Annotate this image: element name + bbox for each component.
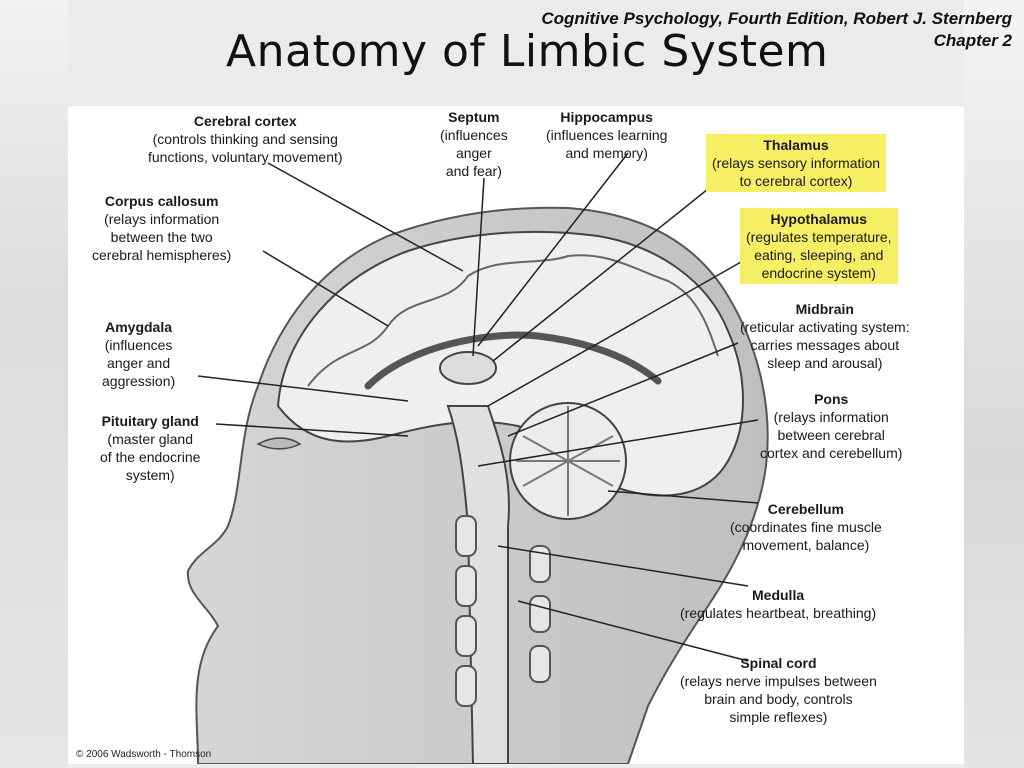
- cerebellum-folds: [516, 406, 620, 516]
- label-desc: (regulates heartbeat, breathing): [680, 605, 877, 621]
- label-name: Cerebral cortex: [193, 113, 297, 129]
- label-name: Septum: [448, 109, 500, 125]
- label-corpus-callosum: Corpus callosum (relays information betw…: [92, 192, 231, 264]
- background-left: [0, 0, 68, 768]
- label-name: Midbrain: [795, 301, 854, 317]
- label-hypothalamus: Hypothalamus (regulates temperature, eat…: [740, 208, 898, 284]
- book-credit: Cognitive Psychology, Fourth Edition, Ro…: [541, 8, 1012, 52]
- label-desc: (coordinates fine muscle movement, balan…: [730, 519, 882, 553]
- label-spinal-cord: Spinal cord (relays nerve impulses betwe…: [680, 654, 877, 726]
- label-amygdala: Amygdala (influences anger and aggressio…: [102, 318, 175, 390]
- label-pons: Pons (relays information between cerebra…: [760, 390, 902, 462]
- brain-diagram: Cerebral cortex (controls thinking and s…: [68, 106, 964, 764]
- label-desc: (relays sensory information to cerebral …: [712, 155, 881, 189]
- label-name: Pons: [814, 391, 849, 407]
- label-name: Corpus callosum: [104, 193, 219, 209]
- cortex-folds: [307, 254, 719, 387]
- label-name: Cerebellum: [767, 501, 844, 517]
- label-cerebellum: Cerebellum (coordinates fine muscle move…: [730, 500, 882, 554]
- corpus-callosum-shape: [364, 331, 662, 390]
- label-name: Thalamus: [763, 137, 829, 153]
- label-desc: (master gland of the endocrine system): [100, 431, 201, 483]
- label-desc: (influences anger and aggression): [102, 337, 176, 389]
- label-name: Medulla: [752, 587, 805, 603]
- book-credit-line-2: Chapter 2: [933, 31, 1012, 50]
- label-desc: (influences learning and memory): [546, 127, 668, 161]
- label-thalamus: Thalamus (relays sensory information to …: [706, 134, 887, 192]
- leader-lines: [197, 152, 759, 662]
- label-hippocampus: Hippocampus (influences learning and mem…: [546, 108, 667, 162]
- label-name: Amygdala: [105, 319, 173, 335]
- label-septum: Septum (influences anger and fear): [440, 108, 508, 180]
- label-desc: (relays nerve impulses between brain and…: [680, 673, 877, 725]
- label-desc: (relays information between the two cere…: [92, 211, 232, 263]
- label-midbrain: Midbrain (reticular activating system: c…: [740, 300, 910, 372]
- label-desc: (influences anger and fear): [440, 127, 508, 179]
- vertebrae: [455, 515, 551, 707]
- label-medulla: Medulla (regulates heartbeat, breathing): [680, 586, 876, 622]
- label-name: Spinal cord: [740, 655, 817, 671]
- thalamus-shape: [439, 351, 497, 385]
- label-name: Pituitary gland: [101, 413, 199, 429]
- head-illustration: [186, 152, 769, 764]
- label-desc: (regulates temperature, eating, sleeping…: [746, 229, 892, 281]
- slide-title: Anatomy of Limbic System: [226, 26, 829, 77]
- eye-shape: [256, 437, 302, 450]
- label-pituitary-gland: Pituitary gland (master gland of the end…: [100, 412, 200, 484]
- brainstem-shape: [446, 405, 510, 764]
- label-name: Hypothalamus: [770, 211, 867, 227]
- copyright-notice: © 2006 Wadsworth - Thomson: [76, 749, 212, 760]
- label-desc: (reticular activating system: carries me…: [740, 319, 910, 371]
- background-right: [964, 0, 1024, 768]
- label-desc: (controls thinking and sensing functions…: [148, 131, 343, 165]
- book-credit-line-1: Cognitive Psychology, Fourth Edition, Ro…: [541, 9, 1012, 28]
- label-desc: (relays information between cerebral cor…: [760, 409, 903, 461]
- label-cerebral-cortex: Cerebral cortex (controls thinking and s…: [148, 112, 343, 166]
- label-name: Hippocampus: [560, 109, 653, 125]
